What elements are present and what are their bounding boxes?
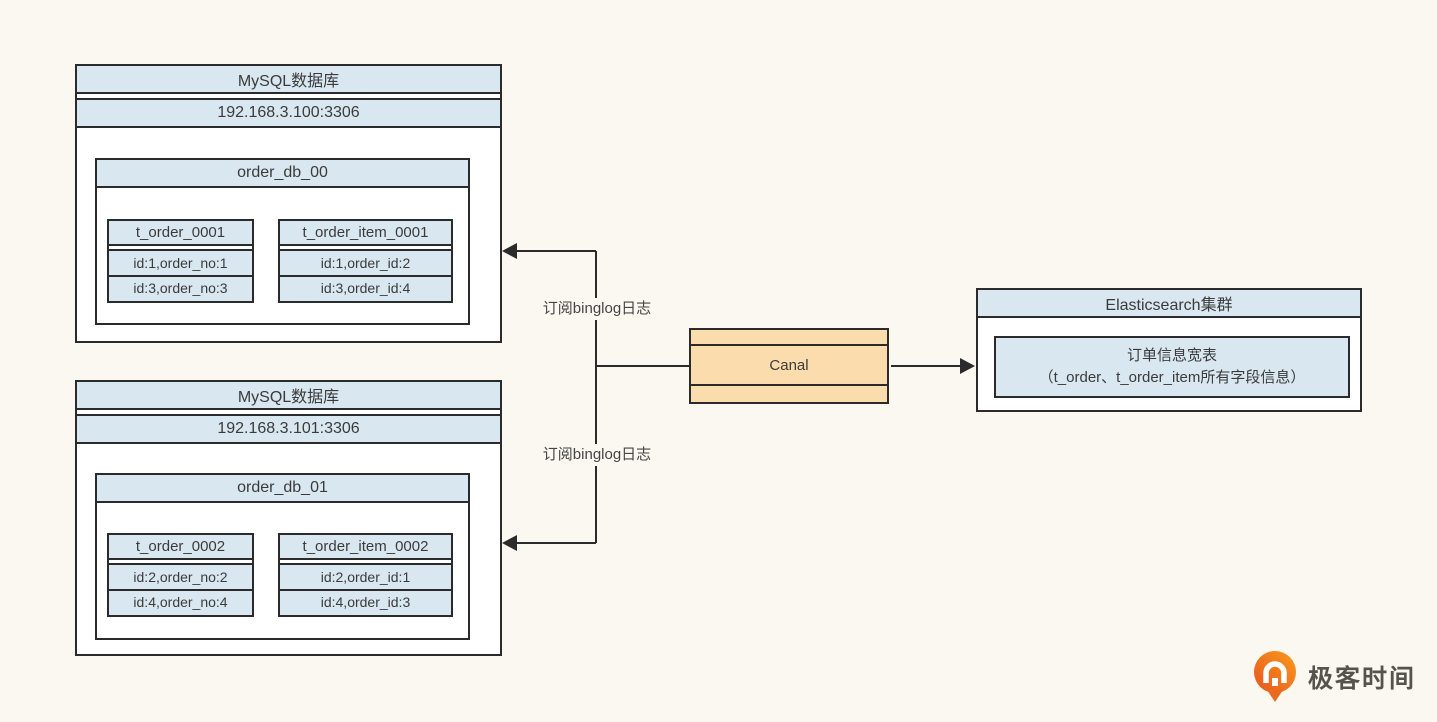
table-row: id:1,order_id:2 bbox=[280, 251, 451, 275]
order-db-00-name: order_db_00 bbox=[97, 160, 468, 188]
table-row: id:2,order_id:1 bbox=[280, 565, 451, 589]
geektime-logo-icon bbox=[1254, 651, 1296, 702]
table-t-order-item-0002: t_order_item_0002 id:2,order_id:1 id:4,o… bbox=[278, 533, 453, 617]
table-header-gap bbox=[109, 246, 252, 251]
mysql-bottom-title: MySQL数据库 bbox=[77, 382, 500, 410]
table-t-order-0001: t_order_0001 id:1,order_no:1 id:3,order_… bbox=[107, 219, 254, 303]
arrowhead-to-mysql-bottom bbox=[502, 535, 517, 551]
header-divider-gap bbox=[77, 94, 500, 100]
mysql-server-bottom: MySQL数据库 192.168.3.101:3306 order_db_01 … bbox=[75, 380, 502, 656]
order-wide-table-node: 订单信息宽表 （t_order、t_order_item所有字段信息） bbox=[994, 336, 1350, 398]
wide-table-line2: （t_order、t_order_item所有字段信息） bbox=[1038, 369, 1306, 386]
order-db-01: order_db_01 t_order_0002 id:2,order_no:2… bbox=[95, 473, 470, 640]
order-db-00: order_db_00 t_order_0001 id:1,order_no:1… bbox=[95, 158, 470, 325]
table-name: t_order_0001 bbox=[109, 221, 252, 246]
table-row: id:4,order_no:4 bbox=[109, 589, 252, 613]
mysql-top-address: 192.168.3.100:3306 bbox=[77, 100, 500, 128]
mysql-server-top: MySQL数据库 192.168.3.100:3306 order_db_00 … bbox=[75, 64, 502, 343]
table-t-order-item-0001: t_order_item_0001 id:1,order_id:2 id:3,o… bbox=[278, 219, 453, 303]
header-divider-gap bbox=[77, 410, 500, 416]
order-db-01-name: order_db_01 bbox=[97, 475, 468, 503]
binlog-label-top: 订阅binglog日志 bbox=[530, 298, 664, 320]
mysql-top-title: MySQL数据库 bbox=[77, 66, 500, 94]
table-header-gap bbox=[280, 560, 451, 565]
table-t-order-0002: t_order_0002 id:2,order_no:2 id:4,order_… bbox=[107, 533, 254, 617]
table-header-gap bbox=[280, 246, 451, 251]
table-row: id:3,order_no:3 bbox=[109, 275, 252, 299]
geektime-logo-text: 极客时间 bbox=[1308, 665, 1417, 693]
elasticsearch-node: Elasticsearch集群 订单信息宽表 （t_order、t_order_… bbox=[976, 288, 1362, 412]
table-name: t_order_item_0002 bbox=[280, 535, 451, 560]
geektime-logo: 极客时间 bbox=[1252, 650, 1416, 704]
table-row: id:2,order_no:2 bbox=[109, 565, 252, 589]
arrowhead-to-es bbox=[960, 358, 975, 374]
canal-label: Canal bbox=[691, 346, 887, 386]
table-name: t_order_item_0001 bbox=[280, 221, 451, 246]
table-header-gap bbox=[109, 560, 252, 565]
mysql-bottom-address: 192.168.3.101:3306 bbox=[77, 416, 500, 444]
table-row: id:1,order_no:1 bbox=[109, 251, 252, 275]
binlog-label-bottom: 订阅binglog日志 bbox=[530, 444, 664, 466]
table-row: id:4,order_id:3 bbox=[280, 589, 451, 613]
canal-node: Canal bbox=[689, 328, 889, 404]
arrowhead-to-mysql-top bbox=[502, 243, 517, 259]
canal-top-band bbox=[691, 330, 887, 346]
wide-table-line1: 订单信息宽表 bbox=[1126, 347, 1217, 364]
elasticsearch-title: Elasticsearch集群 bbox=[978, 290, 1360, 318]
table-name: t_order_0002 bbox=[109, 535, 252, 560]
table-row: id:3,order_id:4 bbox=[280, 275, 451, 299]
